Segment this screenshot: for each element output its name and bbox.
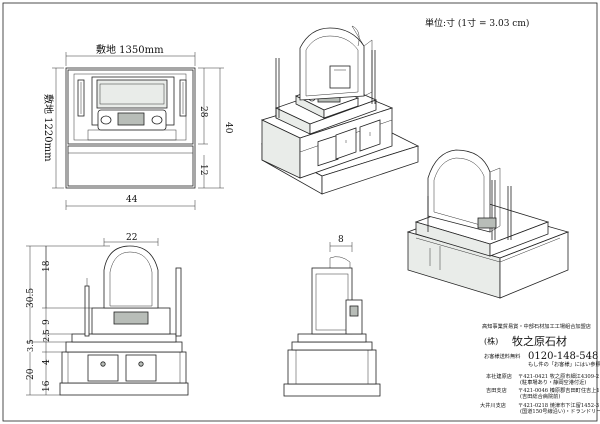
company-name-prefix: (株)	[484, 336, 498, 346]
front-dim-9: 9	[42, 319, 52, 325]
company-name: 牧之原石材	[512, 334, 567, 348]
front-dim-20: 20	[26, 368, 36, 380]
branch-name: 大井川支店	[480, 401, 506, 409]
front-dim-18: 18	[42, 260, 52, 272]
plan-width-label: 敷地 1350mm	[96, 43, 164, 56]
company-info: 高知事業貿易賞・中部石材加工工場組合加盟店 (株) 牧之原石材 お客様送料無料 …	[480, 322, 600, 415]
front-dim-2-5: 2.5	[42, 329, 51, 342]
plan-dim-28: 28	[198, 106, 208, 118]
front-elevation: 22 18 30.5 9 2.5 3.5 4 20 16	[26, 233, 189, 396]
plan-view: 敷地 1350mm 敷地 1220mm 28 40 12 44	[42, 43, 233, 210]
unit-note: 単位:寸 (1寸 = 3.03 cm)	[425, 17, 529, 29]
branch-name: 吉田支店	[486, 386, 507, 394]
branch-name: 本社建原店	[486, 372, 512, 380]
front-dim-16: 16	[42, 380, 52, 392]
plan-dim-12: 12	[198, 164, 208, 175]
company-accreditation: 高知事業貿易賞・中部石材加工工場組合加盟店	[482, 322, 591, 330]
company-phone-note: もし件の「お客様」にはい参照	[528, 360, 600, 368]
branch-note: (吉田総合病院前)	[520, 392, 560, 400]
plan-dim-40: 40	[223, 122, 233, 134]
isometric-view-front	[260, 25, 420, 195]
company-phone: 0120-148-548	[528, 351, 598, 362]
side-dim-8: 8	[338, 235, 344, 245]
plan-site-outline	[65, 67, 196, 189]
plan-dim-44: 44	[126, 195, 138, 205]
front-dim-30-5: 30.5	[26, 288, 36, 308]
company-phone-label: お客様送料無料	[484, 352, 520, 360]
isometric-view-rear	[406, 149, 570, 299]
branch-address: 〒421-0218 焼津市下江留1452-3	[518, 401, 599, 409]
branch-address: 〒421-0046 榛原郡吉田町住吉上169-2	[518, 386, 600, 394]
front-dim-3-5: 3.5	[26, 339, 35, 352]
branch-note: (駐車場あり・静岡空港付近)	[520, 378, 586, 386]
branch-note: (国道150号線沿い)・ドランドリー東向	[520, 407, 600, 415]
side-elevation: 8	[283, 235, 381, 397]
front-dim-4: 4	[42, 359, 52, 365]
branch-address: 〒421-0421 牧之原市細江4309-2	[518, 372, 599, 380]
plan-depth-label: 敷地 1220mm	[42, 94, 55, 162]
front-dim-22: 22	[126, 233, 137, 243]
